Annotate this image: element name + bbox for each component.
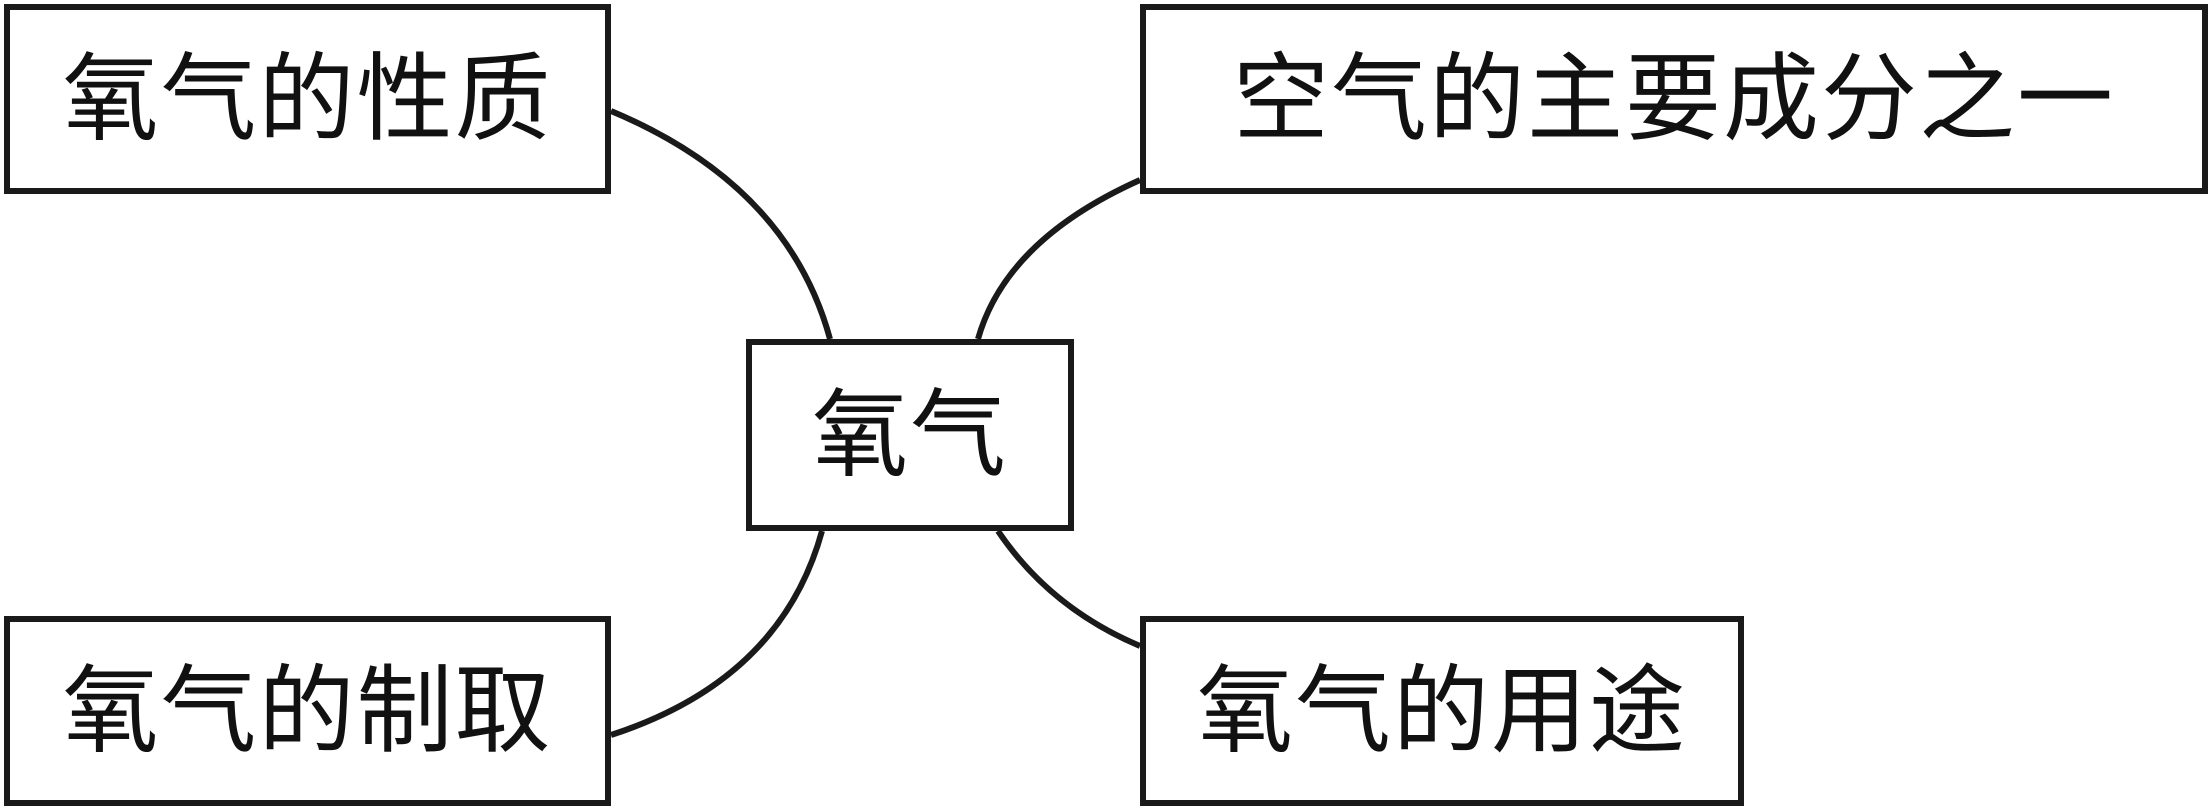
branch-node-top-right: 空气的主要成分之一 [1140,4,2208,194]
branch-label-top-left: 氧气的性质 [62,43,553,155]
connector-top-left [609,108,833,340]
branch-label-bottom-right: 氧气的用途 [1197,655,1687,767]
branch-label-top-right: 空气的主要成分之一 [1233,43,2115,155]
branch-label-bottom-left: 氧气的制取 [62,655,553,767]
connector-top-right [975,177,1142,340]
connector-bottom-left [610,530,825,738]
center-node-label: 氧气 [812,379,1008,491]
branch-node-bottom-left: 氧气的制取 [4,616,611,806]
branch-node-top-left: 氧气的性质 [4,4,611,194]
branch-node-bottom-right: 氧气的用途 [1140,616,1744,806]
center-node: 氧气 [746,339,1074,531]
connector-bottom-right [995,529,1142,649]
